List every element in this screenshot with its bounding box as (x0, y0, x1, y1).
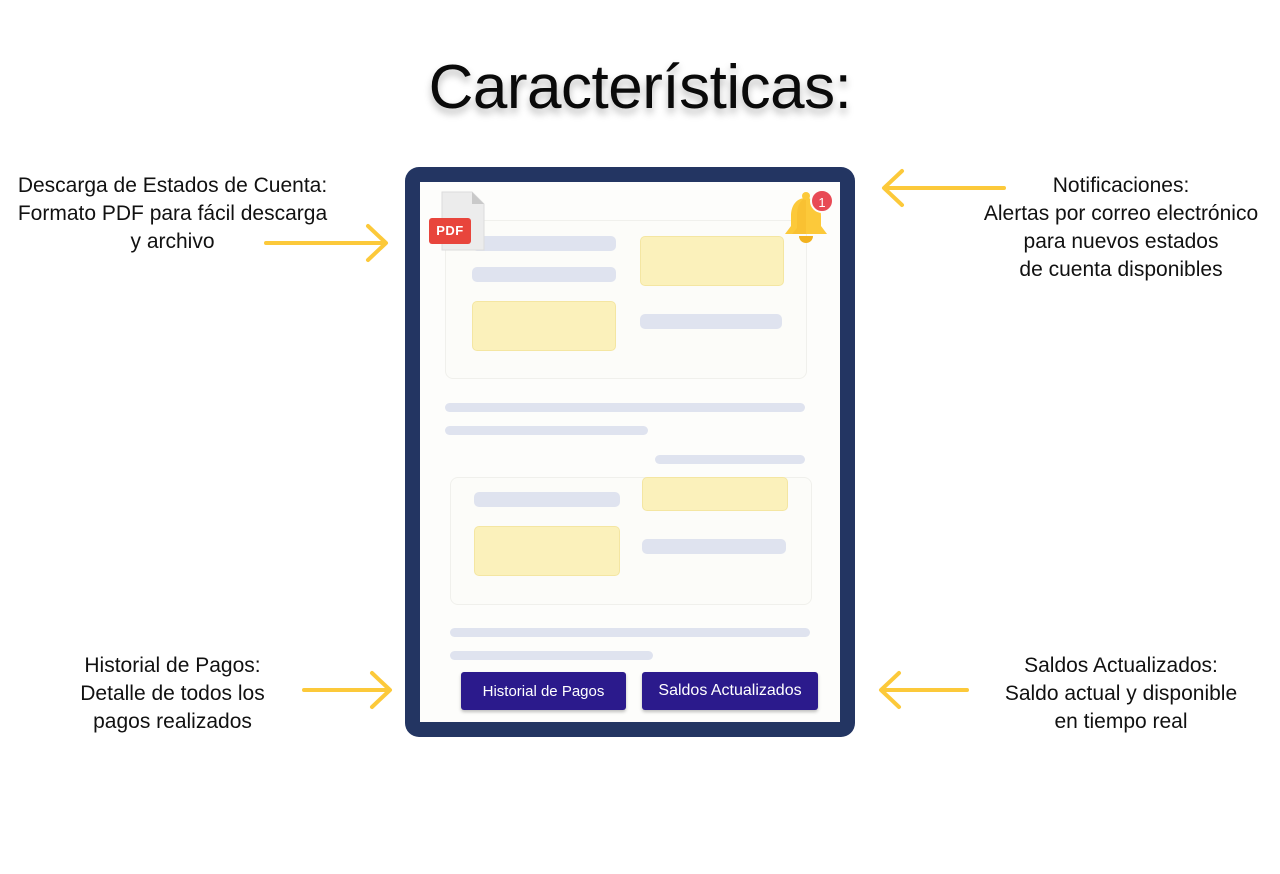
caption-line: en tiempo real (1054, 710, 1188, 733)
arrow-right-icon (302, 671, 392, 709)
saldos-actualizados-button[interactable]: Saldos Actualizados (642, 672, 818, 710)
caption-line: pagos realizados (93, 710, 252, 733)
placeholder-line (655, 455, 805, 464)
placeholder-line (472, 267, 616, 282)
caption-line: Detalle de todos los (80, 682, 265, 705)
placeholder-line (450, 628, 810, 637)
placeholder-line (642, 539, 786, 554)
caption-line: Historial de Pagos: (84, 654, 261, 677)
placeholder-line (474, 492, 620, 507)
caption-line: Descarga de Estados de Cuenta: (17, 174, 328, 197)
placeholder-line (640, 314, 782, 329)
caption-line: Saldos Actualizados: (1024, 654, 1218, 677)
placeholder-block (474, 526, 620, 576)
caption-historial-pagos: Historial de Pagos: Detalle de todos los… (40, 652, 305, 736)
caption-line: Alertas por correo electrónico (983, 202, 1259, 225)
placeholder-line (445, 426, 648, 435)
placeholder-line (450, 651, 653, 660)
arrow-right-icon (264, 224, 388, 262)
pdf-file-icon[interactable]: PDF (420, 182, 500, 262)
tablet-mockup: PDF 1 Historial de Pagos Saldos Actualiz… (405, 167, 855, 737)
historial-pagos-button[interactable]: Historial de Pagos (461, 672, 626, 710)
caption-line: de cuenta disponibles (1019, 258, 1223, 281)
notification-badge: 1 (810, 189, 834, 213)
page-title: Características: (428, 53, 852, 122)
caption-line: Notificaciones: (1052, 174, 1190, 197)
caption-line: Formato PDF para fácil descarga (17, 202, 328, 225)
placeholder-line (472, 236, 616, 251)
caption-line: Saldo actual y disponible (1004, 682, 1238, 705)
arrow-left-icon (882, 169, 1006, 207)
caption-descarga-estados: Descarga de Estados de Cuenta: Formato P… (0, 172, 345, 256)
pdf-label: PDF (429, 218, 471, 244)
arrow-left-icon (879, 671, 969, 709)
caption-line: para nuevos estados (1023, 230, 1219, 253)
placeholder-block (640, 236, 784, 286)
caption-line: y archivo (130, 230, 215, 253)
tablet-screen: PDF 1 Historial de Pagos Saldos Actualiz… (420, 182, 840, 722)
placeholder-line (445, 403, 805, 412)
caption-notificaciones: Notificaciones: Alertas por correo elect… (960, 172, 1280, 284)
placeholder-block (642, 477, 788, 511)
caption-saldos-actualizados: Saldos Actualizados: Saldo actual y disp… (975, 652, 1267, 736)
placeholder-block (472, 301, 616, 351)
